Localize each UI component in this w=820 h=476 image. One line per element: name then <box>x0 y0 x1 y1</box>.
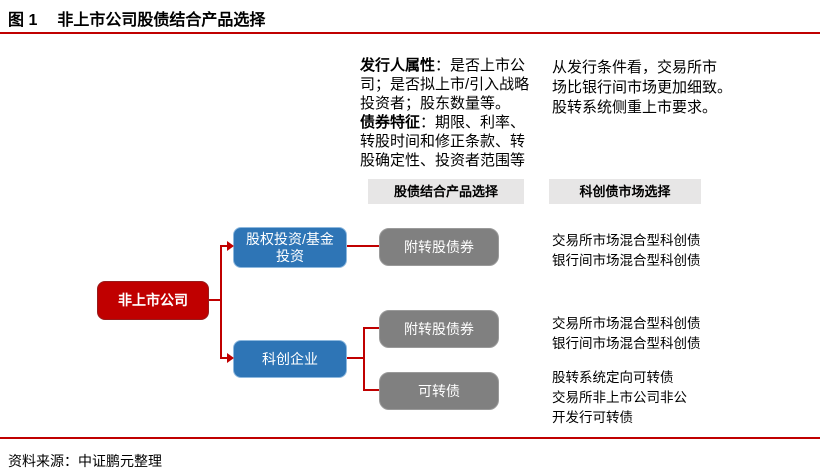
arrowhead-icon <box>227 241 234 251</box>
node-tech-innovation-enterprise: 科创企业 <box>233 340 347 378</box>
footer-divider-line <box>0 437 820 439</box>
note-line: 转股时间和修正条款、转 <box>360 133 526 150</box>
note-line: 发行人属性：是否上市公 <box>360 57 526 74</box>
column-header-market-selection: 科创债市场选择 <box>549 179 701 204</box>
node-convertible-bond: 可转债 <box>379 372 499 410</box>
node-unlisted-company: 非上市公司 <box>97 281 209 320</box>
annotation-line: 交易所非上市公司非公 <box>552 390 687 405</box>
connector-line <box>347 245 379 247</box>
annotation-hybrid-tech-bonds-2: 交易所市场混合型科创债 银行间市场混合型科创债 <box>552 314 701 354</box>
annotation-line: 交易所市场混合型科创债 <box>552 316 701 331</box>
node-bond-with-equity-conversion-2: 附转股债券 <box>379 310 499 348</box>
connector-line <box>220 357 229 359</box>
node-bond-with-equity-conversion-1: 附转股债券 <box>379 228 499 266</box>
connector-line <box>363 327 365 391</box>
note-line: 投资者；股东数量等。 <box>360 95 511 112</box>
connector-line <box>209 299 222 301</box>
note-line: 股确定性、投资者范围等 <box>360 152 526 169</box>
note-line: 场比银行间市场更加细致。 <box>552 79 733 96</box>
node-equity-fund-investment: 股权投资/基金投资 <box>233 227 347 268</box>
note-line: 债券特征：期限、利率、 <box>360 114 526 131</box>
connector-line <box>363 389 379 391</box>
annotation-convertible-bonds: 股转系统定向可转债 交易所非上市公司非公 开发行可转债 <box>552 368 687 428</box>
connector-line <box>220 245 229 247</box>
title-divider-line <box>0 32 820 34</box>
figure-number: 图 1 <box>8 12 38 29</box>
figure-title: 非上市公司股债结合产品选择 <box>57 12 266 29</box>
column-header-product-selection: 股债结合产品选择 <box>368 179 524 204</box>
note-line: 股转系统侧重上市要求。 <box>552 99 718 116</box>
annotation-line: 银行间市场混合型科创债 <box>552 253 701 268</box>
annotation-line: 开发行可转债 <box>552 410 633 425</box>
connector-line <box>363 327 379 329</box>
arrowhead-icon <box>227 353 234 363</box>
market-comparison-note: 从发行条件看，交易所市 场比银行间市场更加细致。 股转系统侧重上市要求。 <box>552 58 732 118</box>
figure-heading: 图 1 非上市公司股债结合产品选择 <box>8 6 265 30</box>
connector-line <box>220 245 222 359</box>
issuer-attributes-note: 发行人属性：是否上市公 司；是否拟上市/引入战略 投资者；股东数量等。 债券特征… <box>360 56 529 170</box>
annotation-line: 交易所市场混合型科创债 <box>552 233 701 248</box>
annotation-hybrid-tech-bonds-1: 交易所市场混合型科创债 银行间市场混合型科创债 <box>552 231 701 271</box>
annotation-line: 银行间市场混合型科创债 <box>552 336 701 351</box>
data-source: 资料来源：中证鹏元整理 <box>8 453 162 469</box>
note-line: 司；是否拟上市/引入战略 <box>360 76 530 93</box>
connector-line <box>347 357 365 359</box>
annotation-line: 股转系统定向可转债 <box>552 370 674 385</box>
note-line: 从发行条件看，交易所市 <box>552 59 718 76</box>
